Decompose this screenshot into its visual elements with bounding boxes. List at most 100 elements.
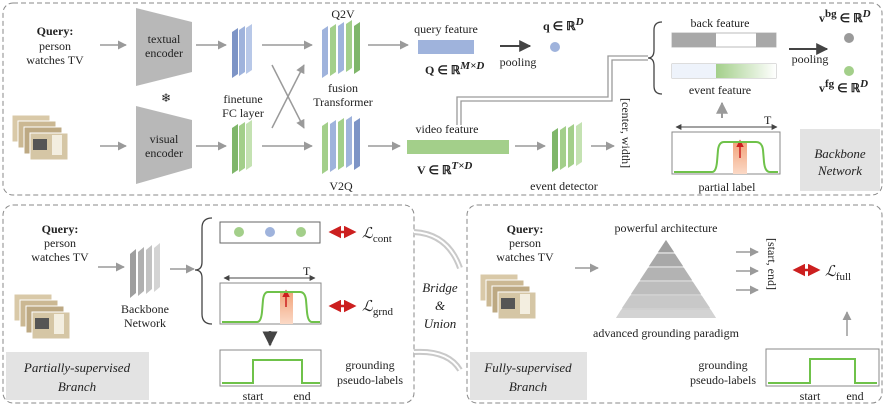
right-query-text: Query: person watches TV (496, 222, 554, 264)
svg-text:watches TV: watches TV (26, 53, 84, 67)
svg-text:person: person (44, 236, 76, 250)
svg-text:FC layer: FC layer (222, 106, 264, 120)
left-end-label: end (293, 389, 310, 403)
powerful-architecture-label: powerful architecture (615, 221, 718, 235)
left-start-label: start (243, 389, 264, 403)
v2q-stack (322, 116, 360, 174)
visual-encoder: visual encoder (136, 106, 192, 184)
left-video-frames (13, 293, 71, 340)
backbone-panel (2, 2, 883, 196)
partial-label-plot: T (671, 113, 781, 175)
top-video-frames (11, 114, 69, 161)
svg-text:visual: visual (150, 132, 179, 146)
fully-supervised-badge: Fully-supervised Branch (470, 352, 587, 400)
fully-supervised-panel (466, 204, 883, 404)
right-grounding-label: grounding pseudo-labels (690, 358, 756, 387)
v-bg-dot (844, 33, 854, 43)
svg-text:textual: textual (148, 32, 181, 46)
center-width-label: [center, width] (619, 98, 633, 168)
partially-supervised-badge: Partially-supervised Branch (6, 352, 149, 400)
svg-text:watches TV: watches TV (31, 250, 89, 264)
loss-grnd: ℒgrnd (362, 299, 393, 318)
svg-text:Backbone: Backbone (121, 302, 169, 316)
bridge-union-label: Bridge & Union (422, 280, 458, 331)
left-pseudo-label-plot (219, 349, 322, 387)
feature-connector (456, 55, 648, 125)
start-end-label: [start, end] (765, 238, 779, 290)
svg-text:encoder: encoder (145, 46, 183, 60)
svg-text:fusion: fusion (328, 81, 358, 95)
event-detector-stack (552, 122, 582, 172)
back-feature-label: back feature (691, 16, 750, 30)
svg-text:finetune: finetune (223, 92, 262, 106)
svg-text:pseudo-labels: pseudo-labels (337, 373, 403, 387)
finetune-label: finetune FC layer (222, 92, 264, 120)
contrastive-dots-box (219, 221, 321, 244)
q2v-stack (322, 20, 360, 78)
svg-text:T: T (303, 264, 311, 278)
v-fg-vector: vfg ∈ ℝD (819, 78, 868, 95)
svg-text:Backbone: Backbone (814, 146, 865, 161)
left-backbone-label: Backbone Network (121, 302, 169, 330)
freeze-icon: ❄ (161, 91, 171, 105)
back-feature-bar (671, 32, 777, 48)
q2v-label: Q2V (331, 7, 355, 21)
svg-text:person: person (39, 39, 71, 53)
query-matrix: Q ∈ ℝM×D (425, 60, 484, 77)
svg-text:T: T (764, 113, 772, 127)
svg-text:Branch: Branch (509, 379, 547, 394)
loss-cont: ℒcont (362, 226, 392, 245)
loss-full: ℒfull (825, 264, 851, 283)
svg-text:Branch: Branch (58, 379, 96, 394)
svg-text:Transformer: Transformer (313, 95, 373, 109)
v2q-label: V2Q (329, 179, 353, 193)
right-end-label: end (846, 389, 863, 403)
fc-layer-green-stack (232, 120, 252, 174)
left-query-text: Query: person watches TV (31, 222, 89, 264)
q-vector-dot (550, 42, 560, 52)
svg-text:pseudo-labels: pseudo-labels (690, 373, 756, 387)
pooling-label-right: pooling (792, 52, 829, 66)
svg-text:grounding: grounding (345, 358, 394, 372)
svg-text:person: person (509, 236, 541, 250)
video-matrix: V ∈ ℝT×D (417, 160, 472, 177)
query-feature-bar (418, 40, 474, 54)
svg-text:Fully-supervised: Fully-supervised (483, 360, 572, 375)
svg-text:Union: Union (424, 316, 457, 331)
bridge-arches (413, 229, 463, 372)
backbone-network-badge: Backbone Network (800, 129, 880, 191)
svg-text:Query:: Query: (42, 222, 79, 236)
advanced-paradigm-label: advanced grounding paradigm (593, 326, 740, 340)
svg-text:encoder: encoder (145, 146, 183, 160)
event-feature-label: event feature (689, 83, 751, 97)
left-grounding-plot: T (219, 264, 322, 325)
svg-text:grounding: grounding (698, 358, 747, 372)
top-query-text: Query: person watches TV (26, 24, 84, 67)
right-pseudo-label-plot (765, 348, 880, 387)
feature-brace (647, 21, 663, 95)
svg-text:&: & (435, 298, 446, 313)
pyramid-icon (616, 240, 716, 318)
svg-text:Query:: Query: (37, 24, 74, 38)
event-feature-bar (671, 63, 777, 79)
svg-text:Query:: Query: (507, 222, 544, 236)
partially-supervised-panel (2, 204, 415, 404)
v-bg-vector: vbg ∈ ℝD (819, 8, 871, 25)
v-fg-dot (844, 66, 854, 76)
fc-layer-blue-stack (232, 24, 252, 78)
svg-text:Partially-supervised: Partially-supervised (23, 360, 131, 375)
right-start-label: start (800, 389, 821, 403)
svg-text:Bridge: Bridge (422, 280, 458, 295)
left-brace (194, 217, 213, 325)
pooling-label-top: pooling (500, 55, 537, 69)
video-feature-label: video feature (416, 122, 479, 136)
svg-text:watches TV: watches TV (496, 250, 554, 264)
textual-encoder: textual encoder (136, 8, 192, 86)
video-feature-bar (407, 140, 509, 154)
event-detector-label: event detector (530, 179, 598, 193)
q-vector: q ∈ ℝD (543, 16, 584, 33)
fusion-label: fusion Transformer (313, 81, 373, 109)
query-feature-label: query feature (414, 22, 478, 36)
svg-text:Network: Network (124, 316, 166, 330)
